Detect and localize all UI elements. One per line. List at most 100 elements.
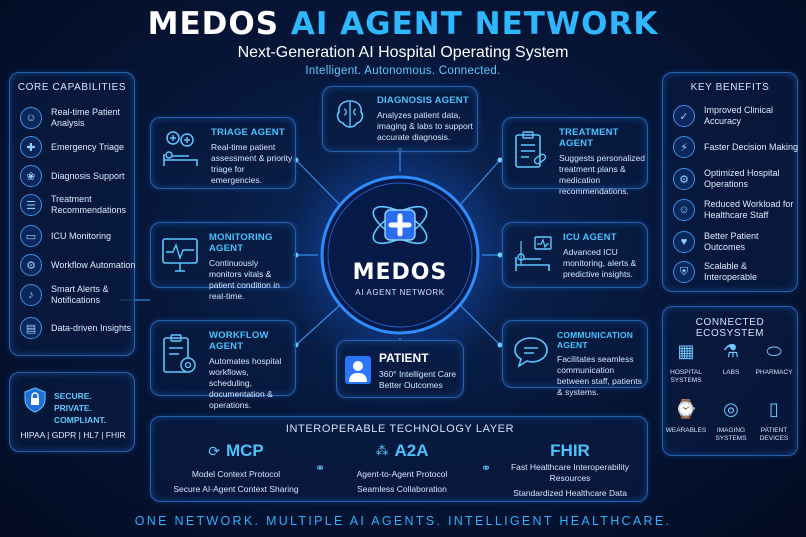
ecosystem-label: IMAGING SYSTEMS [715, 427, 747, 442]
clipboard-gear-icon [161, 333, 199, 382]
capability-item: ▭ ICU Monitoring [20, 225, 141, 247]
gear-icon: ⚙ [20, 254, 42, 276]
watch-icon: ⌚ [674, 399, 698, 419]
ecosystem-item: ▯ PATIENT DEVICES [749, 399, 799, 443]
benefit-item: ⚡ Faster Decision Making [673, 136, 800, 158]
footer-tagline: ONE NETWORK. MULTIPLE AI AGENTS. INTELLI… [134, 514, 672, 528]
tech-layer-title: INTEROPERABLE TECHNOLOGY LAYER [285, 423, 515, 435]
agent-description: Advanced ICU monitoring, alerts & predic… [563, 247, 637, 279]
phone-icon: ▯ [769, 399, 779, 419]
diagnosis-agent-card[interactable]: DIAGNOSIS AGENT Analyzes patient data, i… [322, 86, 478, 152]
lightning-icon: ⚡ [673, 136, 695, 158]
bell-icon: ♪ [20, 284, 42, 306]
capability-label: Diagnosis Support [51, 170, 125, 181]
fhir-name: FHIR [550, 441, 590, 460]
person-scan-icon: ☺ [20, 107, 42, 129]
monitor-icon: ▭ [20, 225, 42, 247]
ecosystem-item: ▦ HOSPITAL SYSTEMS [661, 341, 711, 385]
icu-bed-icon [513, 235, 553, 278]
capability-label: Treatment Recommendations [51, 194, 127, 215]
connected-ecosystem-panel: CONNECTED ECOSYSTEM ▦ HOSPITAL SYSTEMS ⚗… [662, 306, 798, 456]
core-capabilities-panel: CORE CAPABILITIES ☺ Real-time Patient An… [9, 72, 135, 356]
benefit-label: Optimized Hospital Operations [704, 168, 780, 189]
heart-icon: ♥ [673, 231, 695, 253]
benefit-item: ⛨ Scalable & Interoperable [673, 261, 800, 283]
agent-title: COMMUNICATION AGENT [557, 330, 634, 350]
chart-icon: ▤ [20, 317, 42, 339]
ecosystem-label: LABS [722, 369, 740, 376]
people-icon: ☺ [673, 199, 695, 221]
ambulance-icon: ✚ [20, 136, 42, 158]
patient-line-1: 360° Intelligent Care [379, 369, 457, 379]
benefit-label: Reduced Workload for Healthcare Staff [704, 199, 794, 220]
clipboard-pill-icon [513, 130, 547, 175]
agent-title: WORKFLOW AGENT [209, 330, 269, 352]
flask-icon: ⚗ [722, 341, 740, 361]
agent-nodes-icon: ⁂ [375, 443, 389, 458]
communication-agent-card[interactable]: COMMUNICATION AGENT Facilitates seamless… [502, 320, 648, 397]
hub-name: MEDOS [352, 260, 448, 285]
title-agent-network: AI AGENT NETWORK [290, 6, 659, 42]
clipboard-icon: ☰ [20, 194, 42, 216]
chat-bubble-icon [513, 335, 549, 374]
page-title: MEDOS AI AGENT NETWORK [0, 6, 806, 42]
agent-description: Automates hospital workflows, scheduling… [209, 356, 282, 410]
medos-hub[interactable]: MEDOS AI AGENT NETWORK [318, 172, 482, 338]
benefit-item: ✓ Improved Clinical Accuracy [673, 105, 800, 127]
agent-description: Facilitates seamless communication betwe… [557, 354, 642, 397]
benefit-label: Better Patient Outcomes [704, 231, 759, 252]
capability-label: Data-driven Insights [51, 322, 132, 333]
agent-description: Real-time patient assessment & priority … [211, 142, 293, 185]
triage-agent-card[interactable]: TRIAGE AGENT Real-time patient assessmen… [150, 117, 296, 189]
ecosystem-item: ⬭ PHARMACY [749, 341, 799, 377]
treatment-agent-card[interactable]: TREATMENT AGENT Suggests personalized tr… [502, 117, 648, 196]
benefit-label: Scalable & Interoperable [704, 261, 758, 282]
capability-item: ☰ Treatment Recommendations [20, 194, 141, 216]
agent-title: TRIAGE AGENT [211, 127, 285, 138]
ecosystem-item: ⌚ WEARABLES [661, 399, 711, 435]
chain-link-icon: ⚭ [481, 461, 492, 475]
fhir-line-1: Fast Healthcare Interoperability Resourc… [510, 462, 630, 483]
chain-link-icon: ⚭ [315, 461, 326, 475]
mcp-line-1: Model Context Protocol [191, 469, 281, 479]
title-medos: MEDOS [147, 6, 280, 42]
mcp-line-2: Secure AI-Agent Context Sharing [173, 484, 299, 494]
shield-icon: ⛨ [673, 261, 695, 283]
page-tagline: Intelligent. Autonomous. Connected. [305, 65, 501, 77]
benefit-item: ♥ Better Patient Outcomes [673, 231, 800, 253]
ecosystem-title: CONNECTED ECOSYSTEM [695, 317, 765, 339]
key-benefits-panel: KEY BENEFITS ✓ Improved Clinical Accurac… [662, 72, 798, 292]
capability-label: Real-time Patient Analysis [51, 107, 121, 128]
benefit-item: ☺ Reduced Workload for Healthcare Staff [673, 199, 800, 221]
link-nodes-icon: ⟳ [208, 442, 220, 459]
agent-title: MONITORING AGENT [209, 232, 273, 254]
page-subtitle: Next-Generation AI Hospital Operating Sy… [237, 44, 569, 61]
gears-icon: ⚙ [673, 168, 695, 190]
patient-card[interactable]: PATIENT 360° Intelligent Care Better Out… [336, 340, 464, 398]
capability-item: ♪ Smart Alerts & Notifications [20, 284, 141, 306]
benefit-item: ⚙ Optimized Hospital Operations [673, 168, 800, 190]
icu-agent-card[interactable]: ICU AGENT Advanced ICU monitoring, alert… [502, 222, 648, 288]
ecosystem-label: PATIENT DEVICES [759, 427, 789, 442]
check-icon: ✓ [673, 105, 695, 127]
capability-item: ✚ Emergency Triage [20, 136, 141, 158]
benefit-label: Improved Clinical Accuracy [704, 105, 774, 126]
fhir-block: FHIR Fast Healthcare Interoperability Re… [495, 441, 645, 499]
medical-cross-atom-icon [367, 194, 433, 261]
brain-icon: ❀ [20, 165, 42, 187]
hub-ring [320, 175, 480, 335]
benefit-label: Faster Decision Making [704, 141, 799, 152]
mcp-block: ⟳ MCP Model Context Protocol Secure AI-A… [161, 441, 311, 495]
security-standards: HIPAA | GDPR | HL7 | FHIR [20, 430, 126, 440]
a2a-name: A2A [394, 441, 429, 460]
monitoring-agent-card[interactable]: MONITORING AGENT Continuously monitors v… [150, 222, 296, 301]
ecosystem-item: ⚗ LABS [706, 341, 756, 377]
shield-lock-icon [24, 387, 46, 413]
security-panel: SECURE. PRIVATE. COMPLIANT. HIPAA | GDPR… [9, 372, 135, 452]
workflow-agent-card[interactable]: WORKFLOW AGENT Automates hospital workfl… [150, 320, 296, 410]
agent-title: ICU AGENT [563, 232, 617, 243]
hub-subtitle: AI AGENT NETWORK [355, 288, 445, 297]
patient-title: PATIENT [379, 351, 429, 365]
agent-title: DIAGNOSIS AGENT [377, 95, 469, 106]
ecosystem-label: PHARMACY [755, 369, 793, 376]
